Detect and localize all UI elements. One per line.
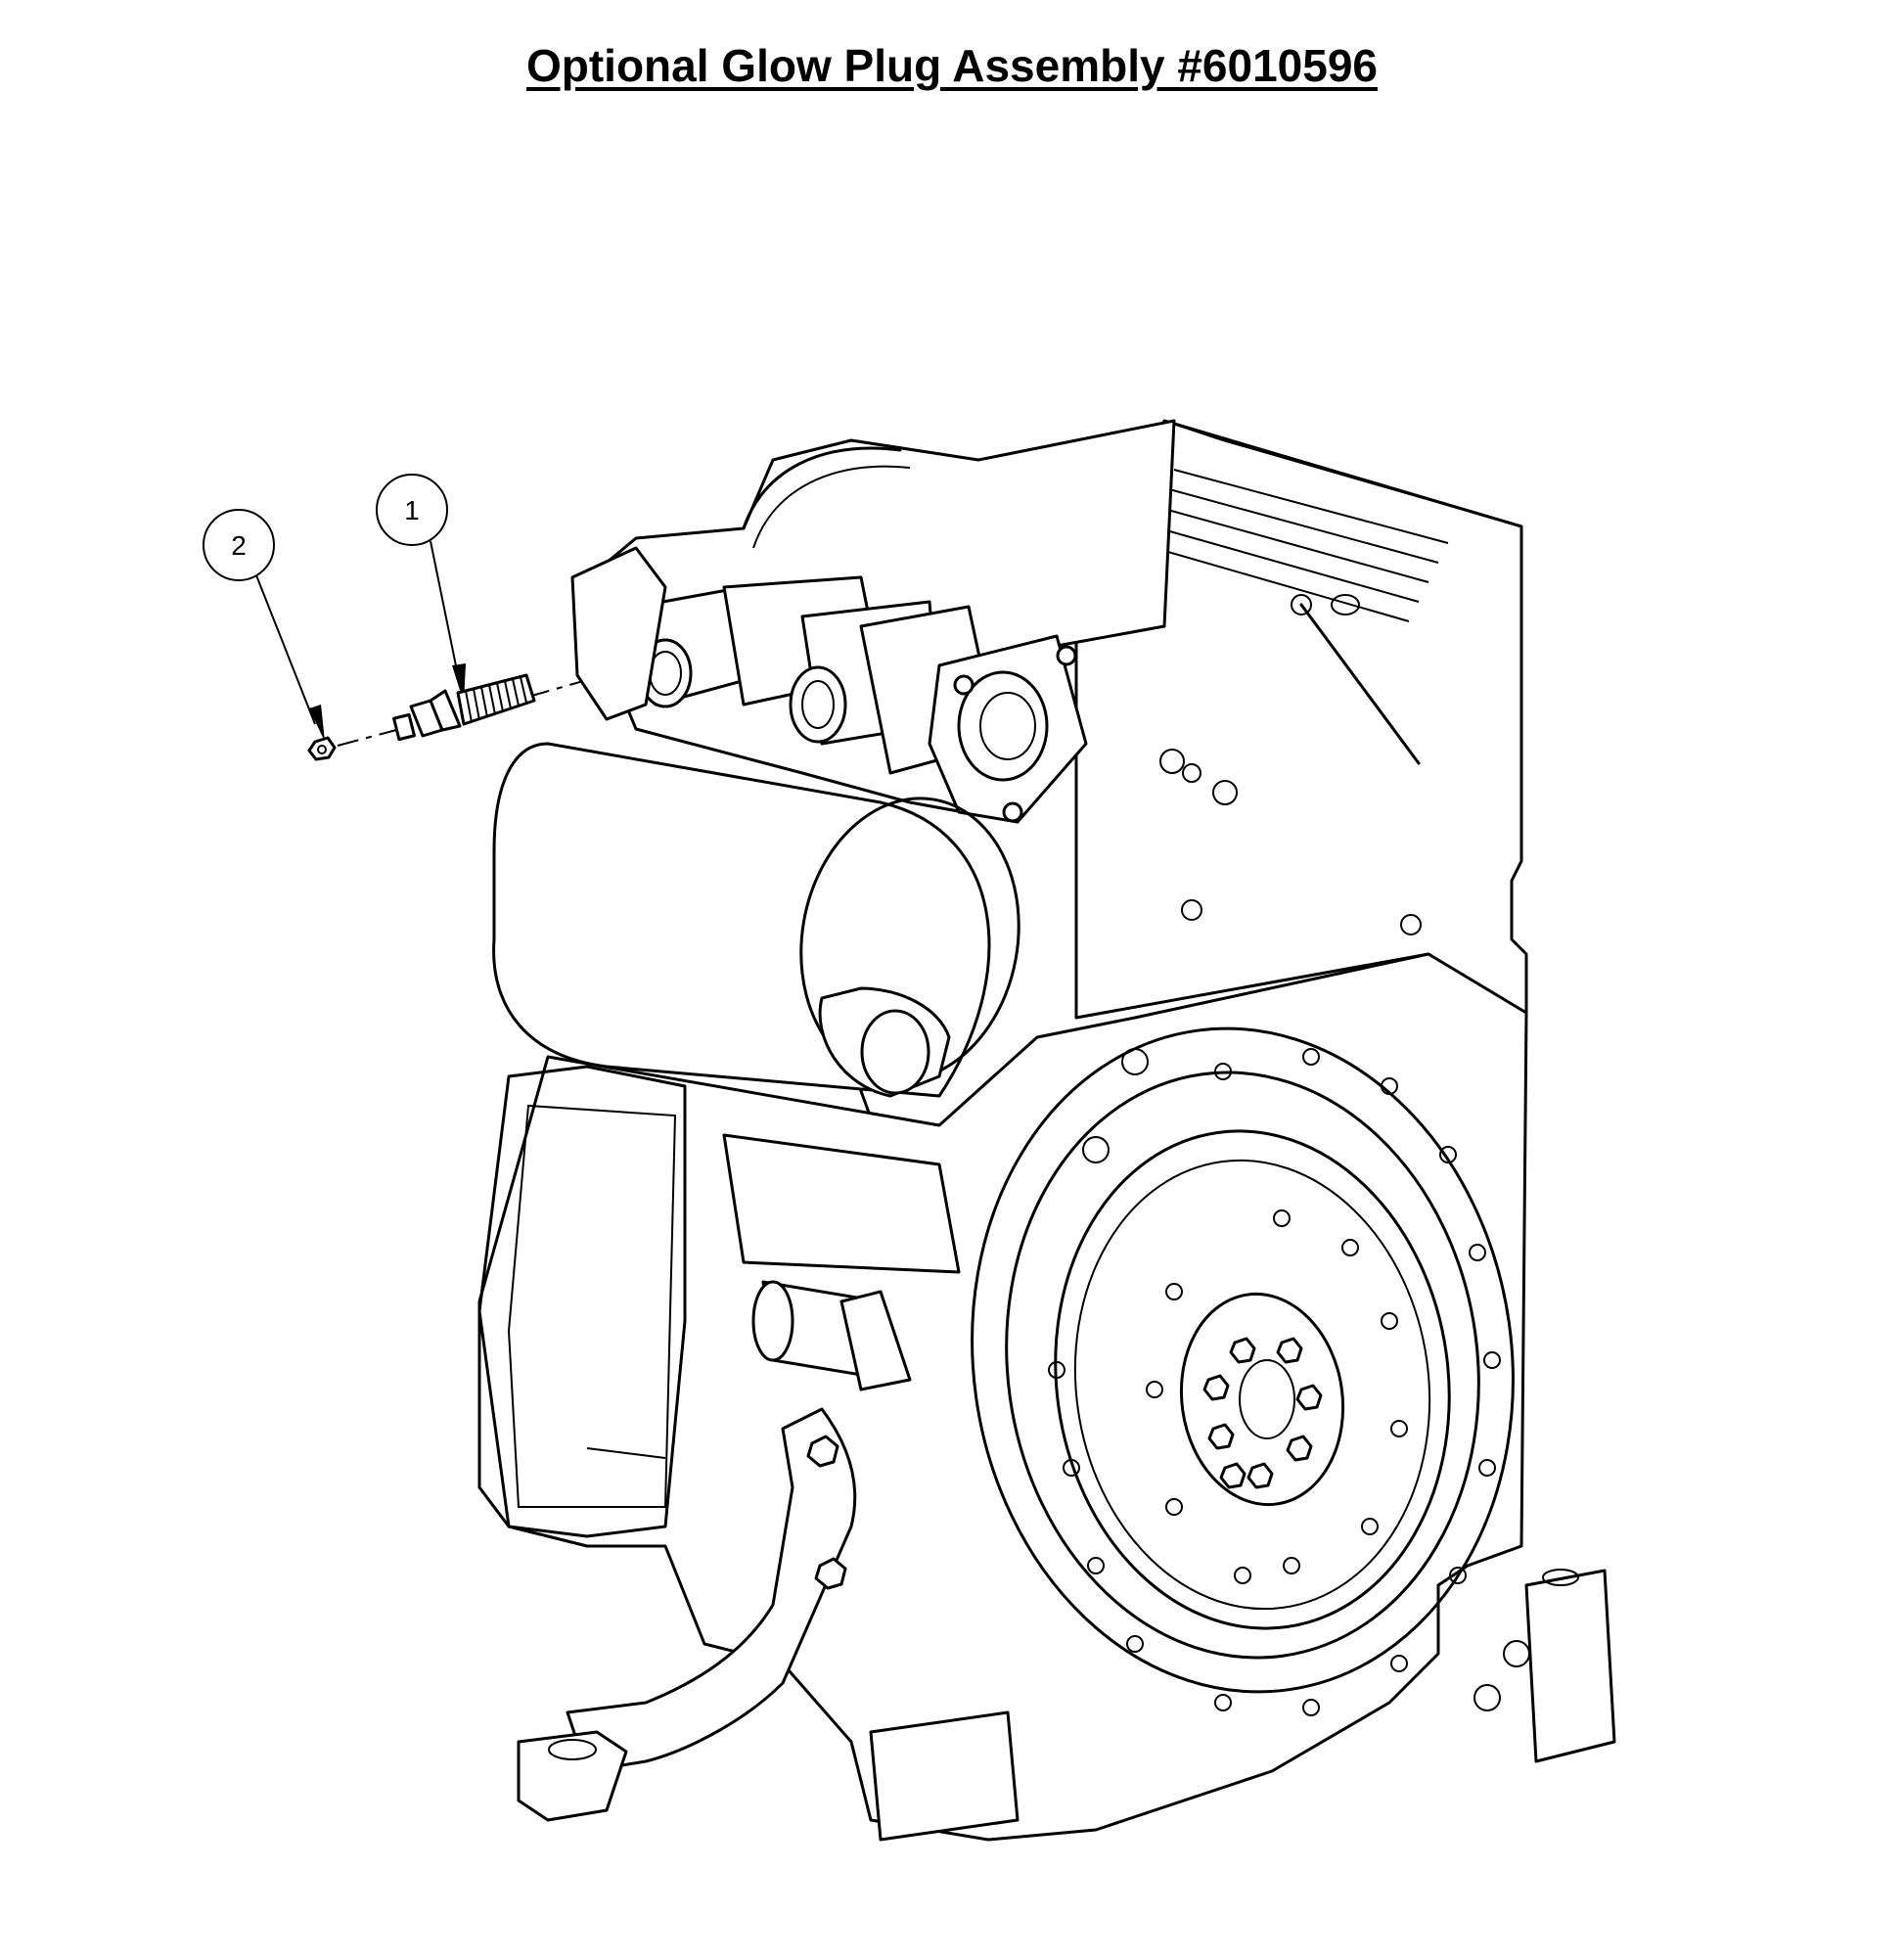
nut-part — [307, 736, 337, 761]
callout-2: 2 — [203, 509, 325, 742]
callout-1-label: 1 — [404, 495, 420, 525]
callout-2-label: 2 — [231, 530, 247, 561]
glow-plug-part — [392, 673, 536, 742]
page-title: Optional Glow Plug Assembly #6010596 — [525, 40, 1379, 91]
callout-1: 1 — [376, 474, 466, 703]
engine-body — [477, 419, 1616, 1842]
